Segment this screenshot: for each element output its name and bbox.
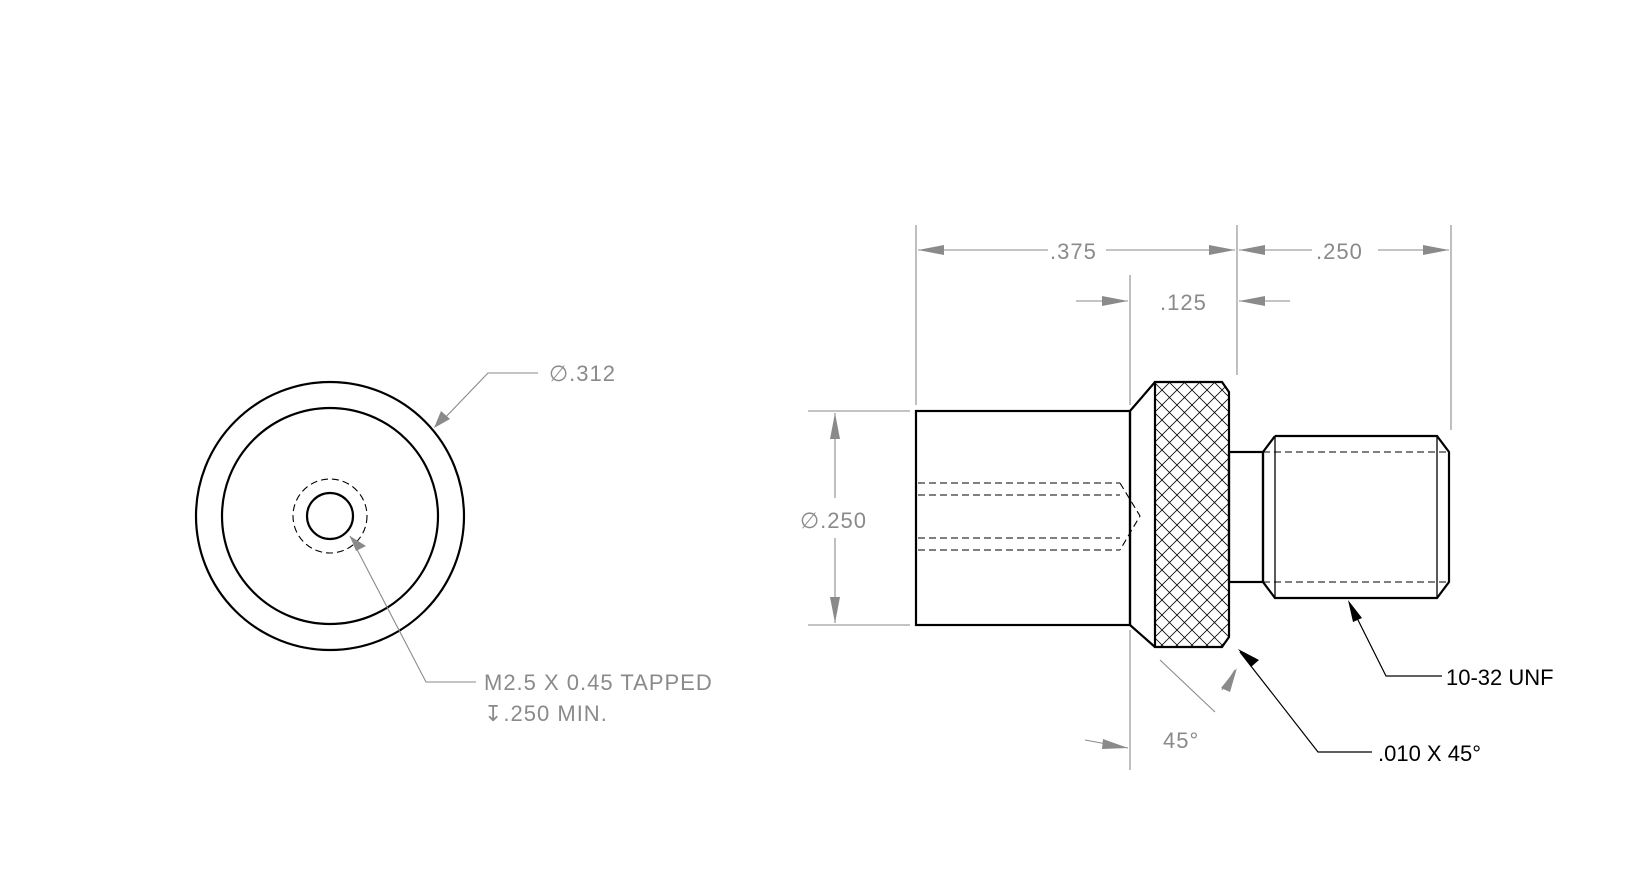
knurl-hatch-line xyxy=(1155,382,1229,398)
chamfer-angle-dimension: 45° xyxy=(1084,659,1237,753)
knurl-hatch-line xyxy=(1155,382,1229,443)
thread-note-label: 10-32 UNF xyxy=(1446,665,1554,690)
side-view: .375 .250 .125 ∅.250 xyxy=(800,225,1554,770)
tap-note-leader-arrow xyxy=(350,536,366,551)
tap-note-line2: ↧.250 MIN. xyxy=(484,701,608,726)
knurl-hatch-line xyxy=(1155,442,1229,518)
body-diameter-dimension: ∅.250 xyxy=(800,410,910,626)
knurl-hatch-line xyxy=(1155,382,1229,413)
end-view: ∅.312 M2.5 X 0.45 TAPPED ↧.250 MIN. xyxy=(194,361,713,726)
chamfer-angle-label: 45° xyxy=(1163,728,1199,753)
knurl-hatch-line xyxy=(1155,412,1229,488)
knurl-hatch-line xyxy=(1155,637,1229,647)
knurl-hatch-line xyxy=(1155,517,1229,593)
knurl-hatch-line xyxy=(1155,607,1229,647)
chamfer-note-label: .010 X 45° xyxy=(1378,741,1481,766)
knurl-hatch-line xyxy=(1155,382,1229,383)
knurl-hatch-line xyxy=(1155,382,1229,383)
outer-circle xyxy=(194,380,466,652)
overall-length-dimension: .375 xyxy=(918,239,1235,264)
knurl-hatch-line xyxy=(1155,382,1229,458)
body-diameter-label: ∅.250 xyxy=(800,508,867,533)
outer-diameter-label: ∅.312 xyxy=(549,361,616,386)
knurl-hatch-line xyxy=(1155,622,1229,647)
knurl-hatch-line xyxy=(1155,622,1229,647)
knurl-hatch-line xyxy=(1155,577,1229,647)
knurl-hatch-line xyxy=(1155,397,1229,473)
inner-circle xyxy=(220,406,440,626)
chamfer-note-leader: .010 X 45° xyxy=(1238,649,1481,766)
thread-outline xyxy=(1261,434,1451,600)
overall-length-label: .375 xyxy=(1050,239,1097,264)
knurl-width-dimension: .125 xyxy=(1076,290,1290,315)
knurl-hatch-line xyxy=(1155,427,1229,503)
diameter-leader-arrow xyxy=(434,411,450,428)
knurl-hatch-line xyxy=(1155,457,1229,533)
neck-outline xyxy=(1227,450,1265,584)
knurl-hatch-line xyxy=(1155,562,1229,638)
diameter-leader xyxy=(439,372,538,424)
chamfer-cone xyxy=(1128,381,1156,648)
knurl-hatch-line xyxy=(1155,382,1229,428)
thread-length-label: .250 xyxy=(1316,239,1363,264)
knurl-width-label: .125 xyxy=(1160,290,1207,315)
knurl-hatch-line xyxy=(1155,532,1229,608)
tap-note-leader xyxy=(349,535,476,683)
knurl-hatch-line xyxy=(1155,382,1229,413)
knurl-hatch-line xyxy=(1155,502,1229,578)
knurl-hatch-line xyxy=(1155,487,1229,563)
thread-length-dimension: .250 xyxy=(1239,239,1449,264)
thread-major-circle xyxy=(292,478,368,554)
knurl-pattern xyxy=(1155,382,1229,647)
tap-hole-circle xyxy=(305,491,355,541)
tap-note-line1: M2.5 X 0.45 TAPPED xyxy=(484,670,713,695)
knurl-hatch-line xyxy=(1155,382,1229,398)
drill-point-hidden xyxy=(1119,482,1141,551)
knurl-hatch-line xyxy=(1155,547,1229,623)
body-outline xyxy=(914,409,1132,627)
knurl-hatch-line xyxy=(1155,592,1229,647)
knurl-hatch-line xyxy=(1155,637,1229,647)
knurl-hatch-line xyxy=(1155,472,1229,548)
thread-note-leader: 10-32 UNF xyxy=(1348,600,1554,690)
